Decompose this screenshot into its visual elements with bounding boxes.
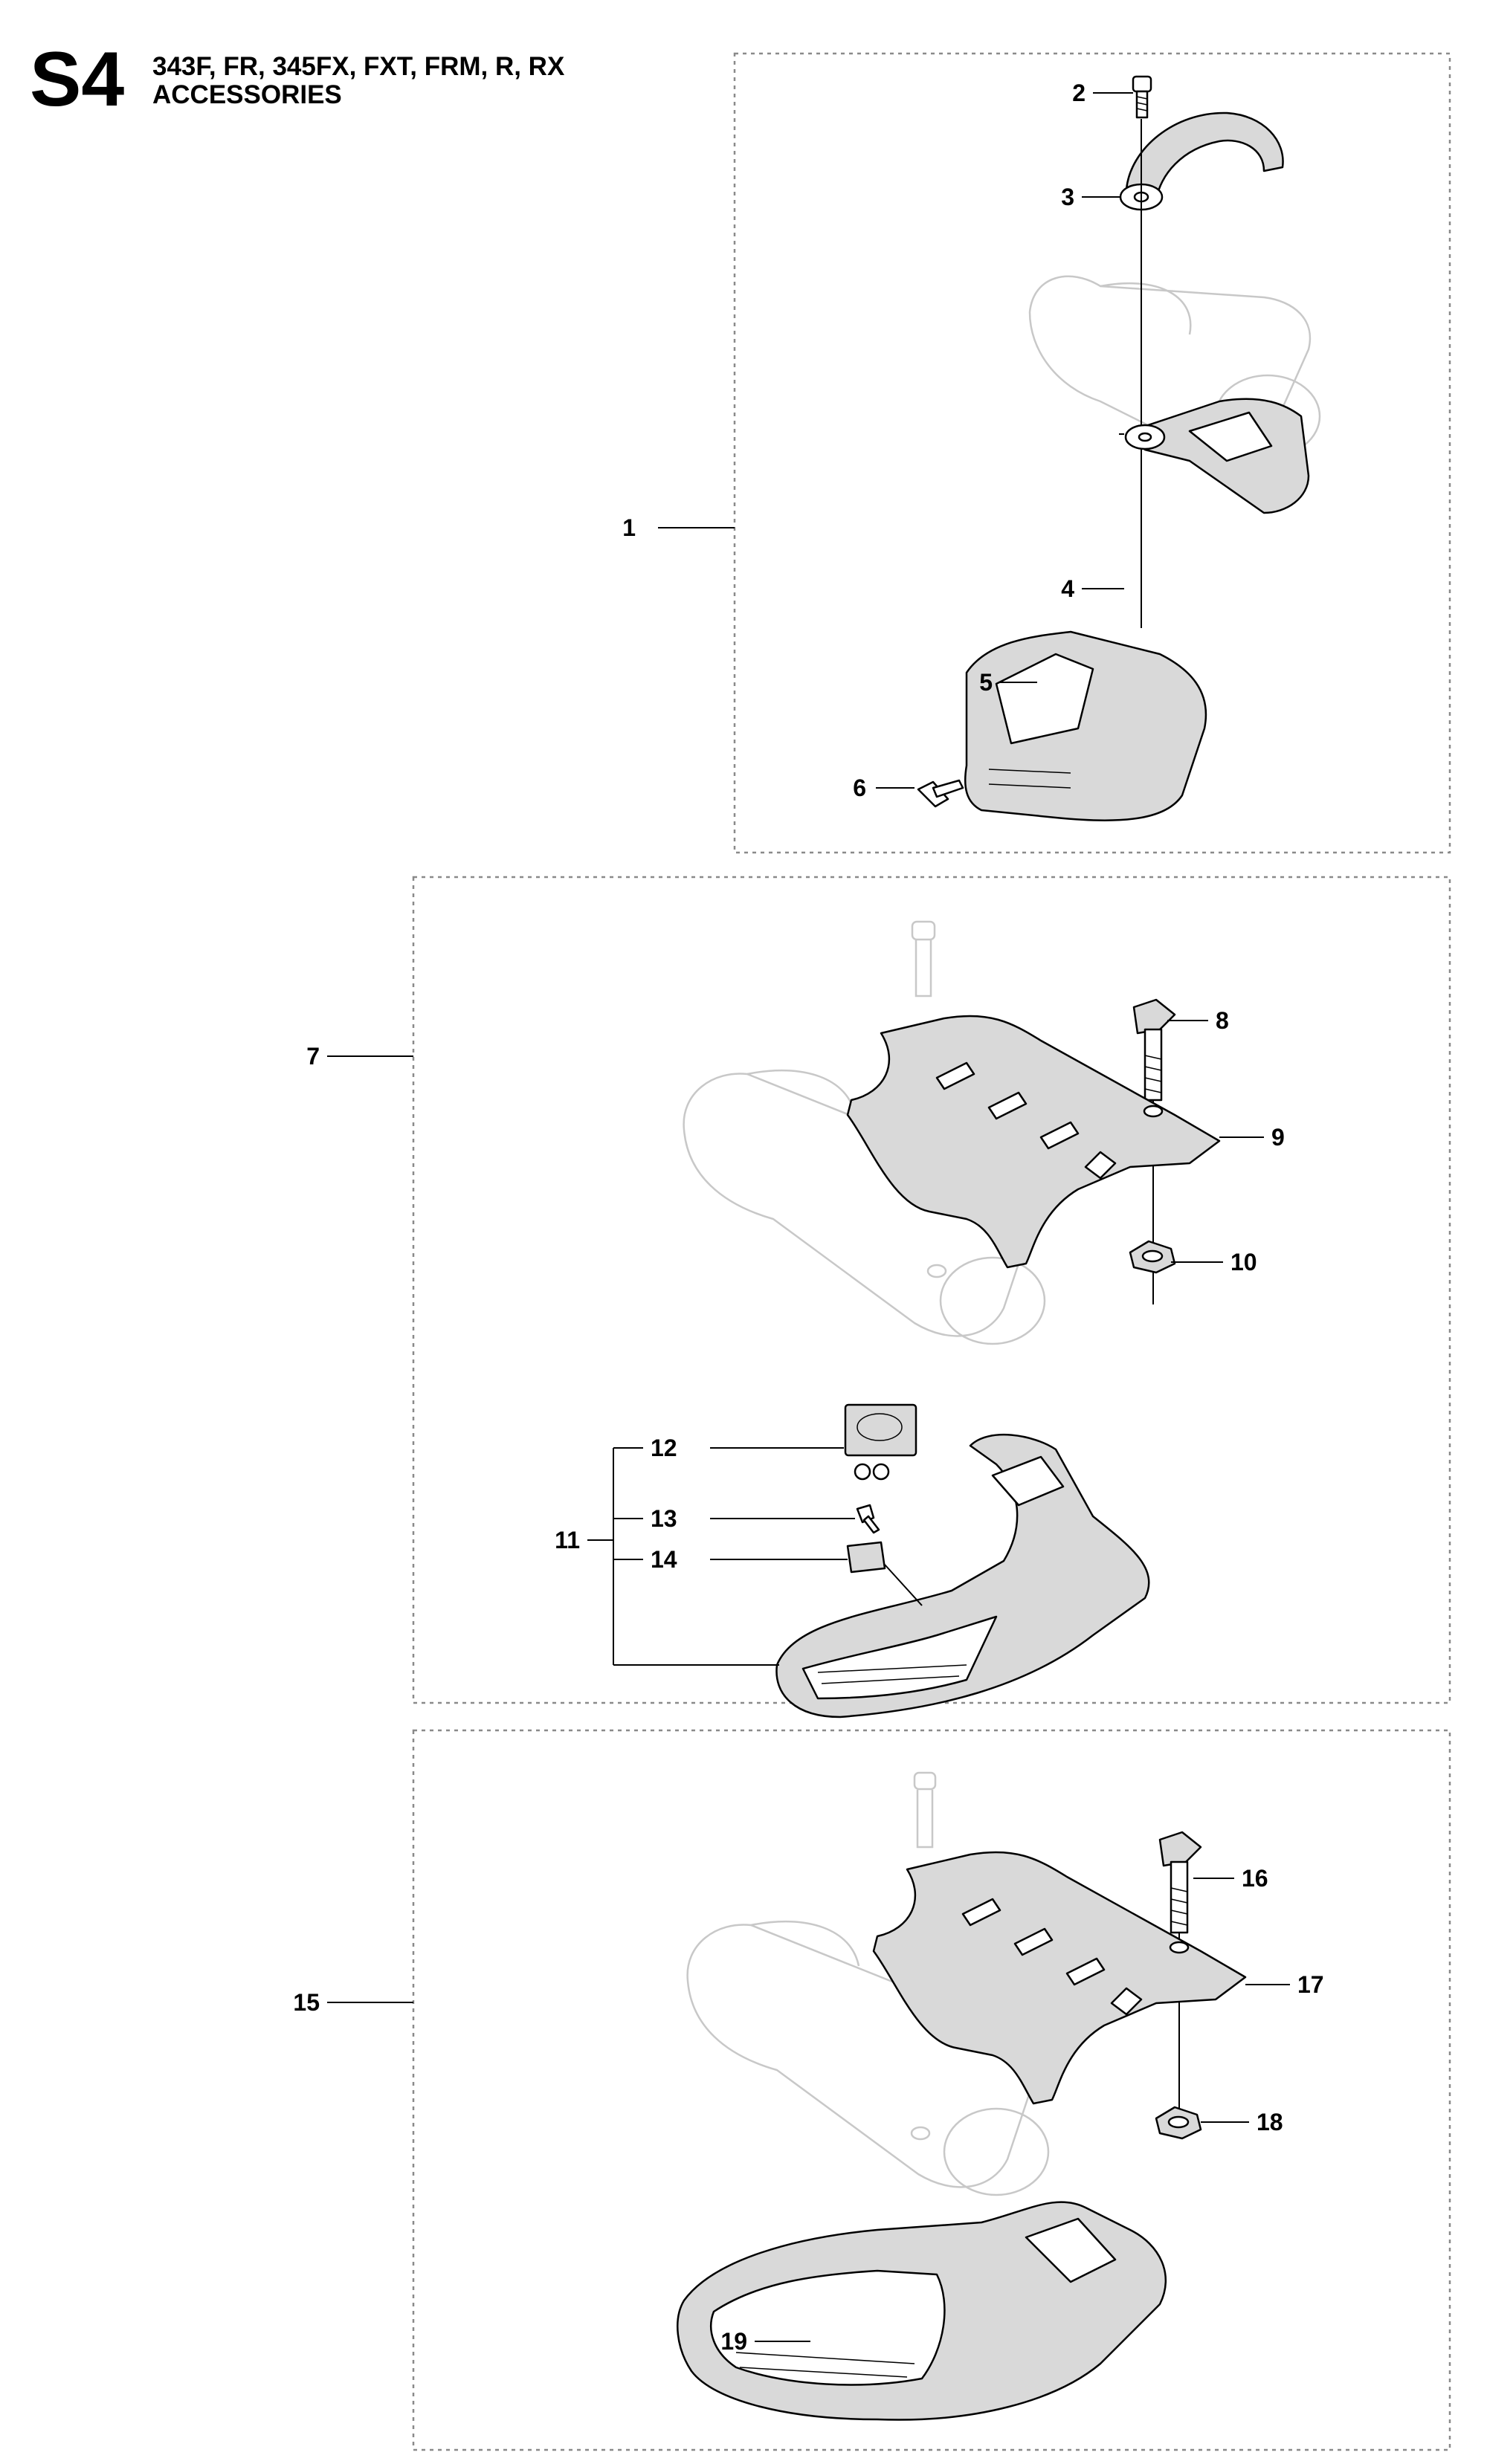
screw-2 xyxy=(1132,75,1152,119)
callout-19: 19 xyxy=(720,2328,747,2355)
callout-15: 15 xyxy=(293,1989,320,2016)
callout-7: 7 xyxy=(306,1043,320,1070)
bracket-4 xyxy=(1124,398,1310,514)
callout-14: 14 xyxy=(651,1546,677,1573)
plate-14 xyxy=(846,1541,886,1574)
screw-6 xyxy=(917,779,964,808)
bolt-8 xyxy=(1132,998,1176,1102)
nut-10 xyxy=(1129,1240,1176,1274)
screw-13 xyxy=(856,1504,880,1534)
callout-9: 9 xyxy=(1271,1124,1285,1151)
screw-ghost-15 xyxy=(913,1771,937,1849)
clamp-3 xyxy=(1119,111,1284,211)
callout-5: 5 xyxy=(979,669,993,696)
section-title: ACCESSORIES xyxy=(152,80,342,109)
plate-9 xyxy=(846,1015,1221,1269)
section-code: S4 xyxy=(30,36,125,123)
guard-19 xyxy=(677,2201,1167,2421)
group-box-1 xyxy=(733,52,1451,854)
plate-17 xyxy=(872,1851,1247,2105)
group-box-7 xyxy=(412,876,1451,1704)
callout-3: 3 xyxy=(1061,184,1074,210)
callout-12: 12 xyxy=(651,1435,677,1461)
screw-ghost-7 xyxy=(911,920,936,997)
models-line: 343F, FR, 345FX, FXT, FRM, R, RX xyxy=(152,52,565,81)
callout-16: 16 xyxy=(1242,1865,1268,1892)
callout-1: 1 xyxy=(622,514,636,541)
callout-2: 2 xyxy=(1072,80,1086,106)
callout-17: 17 xyxy=(1297,1971,1324,1998)
nut-18 xyxy=(1155,2106,1202,2140)
bolt-16 xyxy=(1158,1831,1202,1934)
callout-13: 13 xyxy=(651,1505,677,1532)
callout-18: 18 xyxy=(1257,2109,1283,2135)
group-box-15 xyxy=(412,1729,1451,2451)
callout-4: 4 xyxy=(1061,575,1074,602)
decal-12 xyxy=(844,1403,917,1481)
guard-11 xyxy=(775,1433,1150,1718)
callout-8: 8 xyxy=(1216,1007,1229,1034)
callout-10: 10 xyxy=(1230,1249,1257,1275)
callout-6: 6 xyxy=(853,775,866,801)
callout-11: 11 xyxy=(555,1527,580,1553)
guard-5 xyxy=(964,630,1207,821)
